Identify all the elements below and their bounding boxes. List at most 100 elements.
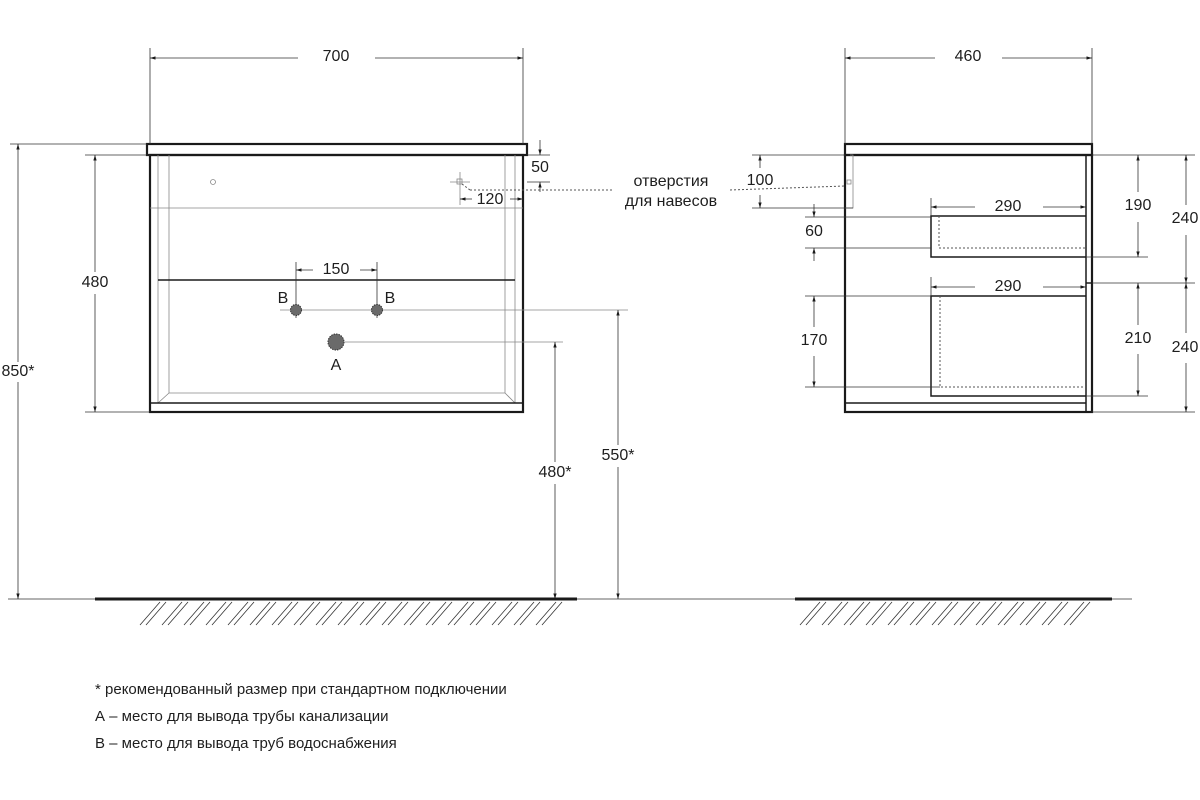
floor-hatch-line	[145, 601, 167, 626]
dim-drain-height: 480*	[539, 464, 572, 481]
dim-body-height: 480	[82, 274, 109, 291]
floor-hatch-line	[519, 601, 541, 626]
floor-hatch-line	[249, 601, 271, 626]
floor-hatch-line	[805, 601, 827, 626]
front-view: 700 850* 480 50 120 150 B B	[2, 48, 641, 599]
dim-hole-height: 100	[747, 172, 774, 189]
floor-hatch-line	[365, 601, 387, 626]
floor-hatch-line	[1047, 601, 1069, 626]
dim-drawer2-height: 240	[1172, 339, 1199, 356]
floor	[8, 597, 1132, 626]
drain-pipe	[327, 333, 345, 351]
floor-hatch-line	[299, 601, 321, 626]
floor-hatch-line	[387, 601, 409, 626]
water-pipe-left	[290, 304, 302, 316]
floor-hatch-line	[381, 601, 403, 626]
dim-shelf2-depth: 290	[995, 278, 1022, 295]
dim-total-height: 850*	[2, 363, 35, 380]
side-view: 460 100 60 170 290 290	[747, 48, 1199, 414]
note-b: В – место для вывода труб водоснабжения	[95, 735, 397, 752]
floor-hatch-line	[255, 601, 277, 626]
floor-hatch-line	[849, 601, 871, 626]
floor-hatch-line	[497, 601, 519, 626]
floor-hatch-line	[321, 601, 343, 626]
label-a: A	[331, 357, 342, 374]
floor-hatch-line	[475, 601, 497, 626]
floor-hatch-line	[953, 601, 975, 626]
floor-hatch-line	[513, 601, 535, 626]
floor-hatch-line	[189, 601, 211, 626]
floor-hatch-line	[535, 601, 557, 626]
floor-hatch-line	[227, 601, 249, 626]
floor-hatch-line	[167, 601, 189, 626]
floor-hatch-line	[183, 601, 205, 626]
note-a: А – место для вывода трубы канализации	[95, 708, 388, 725]
water-pipe-right	[371, 304, 383, 316]
countertop	[145, 142, 529, 157]
callout-line1: отверстия	[634, 173, 709, 190]
floor-hatch-line	[233, 601, 255, 626]
floor-hatch-line	[915, 601, 937, 626]
dim-shelf2-height: 170	[801, 332, 828, 349]
floor-hatch-line	[1003, 601, 1025, 626]
notes: * рекомендованный размер при стандартном…	[95, 681, 507, 752]
callout-line2: для навесов	[625, 193, 717, 210]
floor-hatch-line	[843, 601, 865, 626]
dim-drawer1-height: 240	[1172, 210, 1199, 227]
floor-hatch-line	[293, 601, 315, 626]
floor-hatch-line	[827, 601, 849, 626]
floor-hatch-line	[211, 601, 233, 626]
note-recommended: * рекомендованный размер при стандартном…	[95, 681, 507, 698]
floor-hatch-line	[1019, 601, 1041, 626]
floor-hatch-line	[931, 601, 953, 626]
floor-hatch-line	[1063, 601, 1085, 626]
hanging-hole-right	[456, 178, 463, 185]
floor-hatch-line	[359, 601, 381, 626]
floor-hatch-line	[139, 601, 161, 626]
floor-hatch-line	[431, 601, 453, 626]
shelf-upper	[930, 215, 1086, 258]
cabinet-body	[148, 153, 525, 414]
floor-hatch-line	[871, 601, 893, 626]
floor-hatch-line	[425, 601, 447, 626]
floor-hatch-line	[887, 601, 909, 626]
dim-shelf1-height: 60	[805, 223, 823, 240]
floor-hatch-line	[799, 601, 821, 626]
dim-drawer2-inner: 210	[1125, 330, 1152, 347]
label-b-right: B	[385, 290, 396, 307]
floor-hatch-line	[205, 601, 227, 626]
floor-hatch-line	[469, 601, 491, 626]
floor-hatch-line	[541, 601, 563, 626]
floor-hatch-line	[271, 601, 293, 626]
floor-hatch-line	[997, 601, 1019, 626]
floor-hatch-line	[447, 601, 469, 626]
floor-hatch-line	[277, 601, 299, 626]
dim-hole-offset: 120	[477, 191, 504, 208]
floor-hatch-line	[343, 601, 365, 626]
floor-hatch-line	[865, 601, 887, 626]
floor-hatch-line	[1069, 601, 1091, 626]
floor-hatch-line	[409, 601, 431, 626]
label-b-left: B	[278, 290, 289, 307]
dim-drawer1-inner: 190	[1125, 197, 1152, 214]
floor-hatch-line	[161, 601, 183, 626]
floor-hatch-line	[981, 601, 1003, 626]
dim-width: 700	[323, 48, 350, 65]
floor-hatch-line	[337, 601, 359, 626]
floor-hatch-line	[959, 601, 981, 626]
dim-depth: 460	[955, 48, 982, 65]
floor-hatch-line	[1025, 601, 1047, 626]
dim-water-height: 550*	[602, 447, 635, 464]
floor-hatch-line	[909, 601, 931, 626]
floor-hatch-line	[1041, 601, 1063, 626]
dim-top-offset: 50	[531, 159, 549, 176]
floor-hatch-line	[491, 601, 513, 626]
shelf-lower	[930, 295, 1086, 397]
floor-hatch-line	[975, 601, 997, 626]
floor-hatch-line	[937, 601, 959, 626]
dim-shelf1-depth: 290	[995, 198, 1022, 215]
floor-hatch-line	[821, 601, 843, 626]
dim-pipe-spacing: 150	[323, 261, 350, 278]
floor-hatch-line	[403, 601, 425, 626]
